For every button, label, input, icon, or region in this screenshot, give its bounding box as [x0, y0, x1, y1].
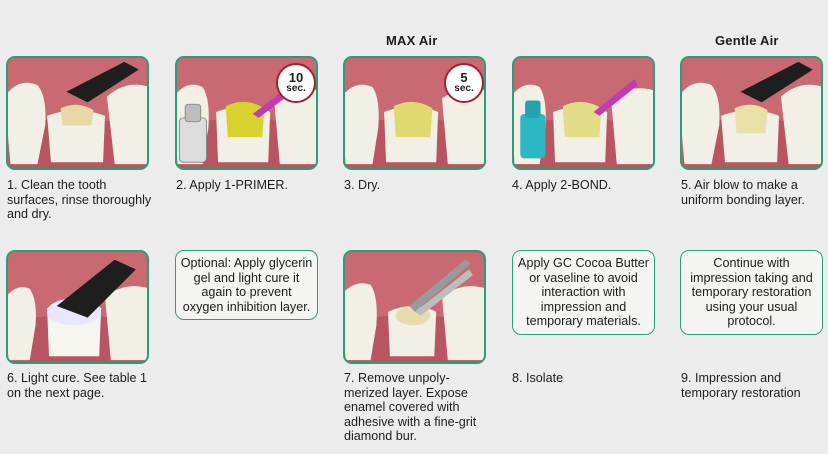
step7-caption: 7. Remove unpoly-merized layer. Expose e… — [344, 371, 492, 444]
step2-caption: 2. Apply 1-PRIMER. — [176, 178, 326, 193]
step6-lightcure-illustration — [6, 250, 149, 364]
tooth-airblow-image — [682, 58, 821, 168]
step1-clean-illustration — [6, 56, 149, 170]
step5-caption: 5. Air blow to make a uniform bonding la… — [681, 178, 821, 207]
tooth-remove-image — [345, 252, 484, 362]
step1-caption: 1. Clean the tooth surfaces, rinse thoro… — [7, 178, 157, 222]
optional-note-box: Optional: Apply glycerin gel and light c… — [175, 250, 318, 320]
step7-remove-illustration — [343, 250, 486, 364]
step4-bond-illustration — [512, 56, 655, 170]
five-seconds-badge: 5 sec. — [444, 63, 484, 103]
step6-caption: 6. Light cure. See table 1 on the next p… — [7, 371, 157, 400]
step8-caption: 8. Isolate — [512, 371, 662, 386]
step3-caption: 3. Dry. — [344, 178, 494, 193]
max-air-header: MAX Air — [386, 33, 437, 48]
continue-note-box: Continue with impression taking and temp… — [680, 250, 823, 335]
tooth-clean-image — [8, 58, 147, 168]
step4-caption: 4. Apply 2-BOND. — [512, 178, 662, 193]
badge-number: 10 — [289, 72, 303, 83]
badge-unit: sec. — [286, 83, 305, 94]
tooth-bond-image — [514, 58, 653, 168]
step5-airblow-illustration — [680, 56, 823, 170]
badge-unit: sec. — [454, 83, 473, 94]
cocoa-butter-note-box: Apply GC Cocoa Butter or vaseline to avo… — [512, 250, 655, 335]
badge-number: 5 — [460, 72, 467, 83]
tooth-lightcure-image — [8, 252, 147, 362]
step9-caption: 9. Impression and temporary restoration — [681, 371, 826, 400]
ten-seconds-badge: 10 sec. — [276, 63, 316, 103]
gentle-air-header: Gentle Air — [715, 33, 779, 48]
